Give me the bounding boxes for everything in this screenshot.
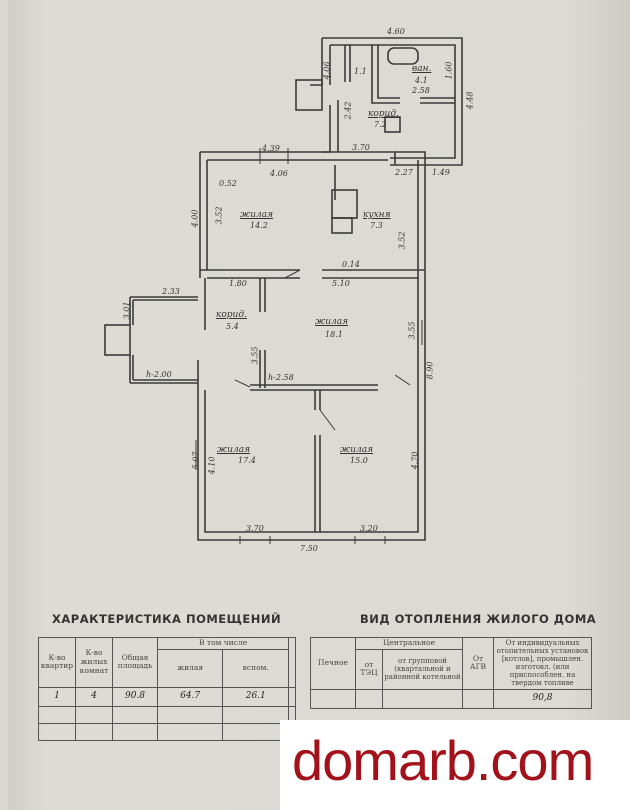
cell-aux: 26.1	[222, 686, 290, 707]
height-label: h-2.58	[268, 373, 294, 382]
dim-label: 5.10	[332, 279, 350, 288]
middle-partition	[250, 384, 378, 391]
cell-living: 64.7	[156, 686, 224, 707]
upper-partition	[200, 269, 425, 279]
height-label: h-2.00	[146, 370, 172, 379]
bathtub-icon	[387, 47, 419, 65]
dim-label: 3.20	[360, 524, 378, 533]
dim-label: 3.52	[214, 206, 224, 225]
dim-label: 5.07	[191, 451, 201, 470]
dim-label: 4.48	[465, 91, 475, 110]
annex-stove-icon	[384, 116, 401, 133]
dim-label: 4.00	[190, 209, 200, 228]
corridor-label: корид.	[216, 310, 247, 320]
rooms-table-title: ХАРАКТЕРИСТИКА ПОМЕЩЕНИЙ	[52, 612, 282, 626]
room-area: 14.2	[250, 221, 268, 230]
bath-label: ван.	[412, 64, 432, 74]
table-row: 90,8	[310, 688, 592, 709]
cell-total: 90.8	[112, 686, 158, 707]
dim-label: 3.55	[407, 321, 417, 340]
kitchen-label: кухня	[363, 210, 391, 220]
room-area: 17.4	[238, 456, 256, 465]
header-stove: Печное	[310, 637, 356, 690]
header-total: Общая площадь	[112, 637, 158, 688]
dim-label: 4.70	[410, 451, 420, 470]
room-label: жилая	[217, 445, 251, 455]
room-label: жилая	[240, 210, 274, 220]
room-label: жилая	[315, 317, 349, 327]
dim-label: 4.60	[387, 27, 405, 36]
dim-label: 3.55	[250, 346, 260, 365]
veranda-porch	[104, 324, 131, 356]
header-living: жилая	[156, 648, 224, 688]
dim-label: 8.90	[425, 361, 435, 380]
dim-label: 0.14	[342, 260, 360, 269]
annex-corridor-area: 7.2	[374, 120, 387, 129]
dim-label: 4.10	[207, 456, 217, 475]
heating-table: Печное Центральное От АГВ От индивидуаль…	[310, 637, 592, 709]
dim-label: 0.52	[219, 179, 237, 188]
main-top-wall	[200, 151, 396, 165]
dim-label: 4.39	[262, 144, 280, 153]
header-individual: От индивидуальных отопительных установок…	[493, 637, 592, 690]
header-agv: От АГВ	[462, 637, 494, 690]
dim-label: 3.70	[352, 143, 370, 152]
room-label: жилая	[340, 445, 374, 455]
veranda-wall	[129, 296, 198, 384]
dim-label: 2.58	[412, 86, 430, 95]
wc-area: 1.1	[354, 67, 367, 76]
cell-individual: 90,8	[493, 688, 592, 709]
kitchen-area: 7.3	[370, 221, 383, 230]
bath-wall	[371, 45, 400, 104]
rooms-table: К-во квартир К-во жилых комнат Общая пло…	[38, 637, 296, 741]
floor-plan	[104, 37, 463, 544]
dim-label: 3.52	[397, 231, 407, 250]
header-group: от групповой (квартальной и районной кот…	[382, 648, 463, 690]
annex-porch	[295, 79, 323, 111]
header-rooms: К-во жилых комнат	[75, 637, 113, 688]
dim-label: 2.42	[343, 101, 353, 120]
annex-inner-wall	[330, 44, 456, 159]
corridor-area: 5.4	[226, 322, 239, 331]
header-apartments: К-во квартир	[38, 637, 76, 688]
watermark: domarb.com	[280, 720, 630, 810]
cell-rooms: 4	[75, 686, 113, 707]
heating-table-title: ВИД ОТОПЛЕНИЯ ЖИЛОГО ДОМА	[360, 612, 597, 626]
main-outer-wall	[197, 151, 426, 541]
dim-label: 3.70	[246, 524, 264, 533]
annex-corridor-label: корид.	[368, 109, 399, 119]
header-aux: вспом.	[222, 648, 290, 688]
dim-label: 1.49	[432, 168, 450, 177]
dim-label: 4.06	[270, 169, 288, 178]
dim-label: 4.06	[322, 61, 332, 80]
table-row: 1 4 90.8 64.7 26.1	[38, 686, 296, 707]
header-central: Центральное	[355, 637, 463, 650]
header-tec: от ТЭЦ	[355, 648, 383, 690]
dim-label: 1.60	[444, 61, 454, 80]
room-area: 18.1	[325, 330, 343, 339]
dim-label: 7.50	[300, 544, 318, 553]
room-area: 15.0	[350, 456, 368, 465]
header-incl: В том числе	[156, 637, 290, 650]
dim-label: 1.80	[229, 279, 247, 288]
cell-apartments: 1	[38, 686, 76, 707]
annex-outer-wall	[322, 37, 463, 166]
bath-area: 4.1	[415, 76, 428, 85]
dim-label: 2.27	[395, 168, 413, 177]
watermark-text: domarb.com	[292, 729, 594, 792]
dim-label: 3.01	[122, 301, 132, 320]
dim-label: 2.33	[162, 287, 180, 296]
